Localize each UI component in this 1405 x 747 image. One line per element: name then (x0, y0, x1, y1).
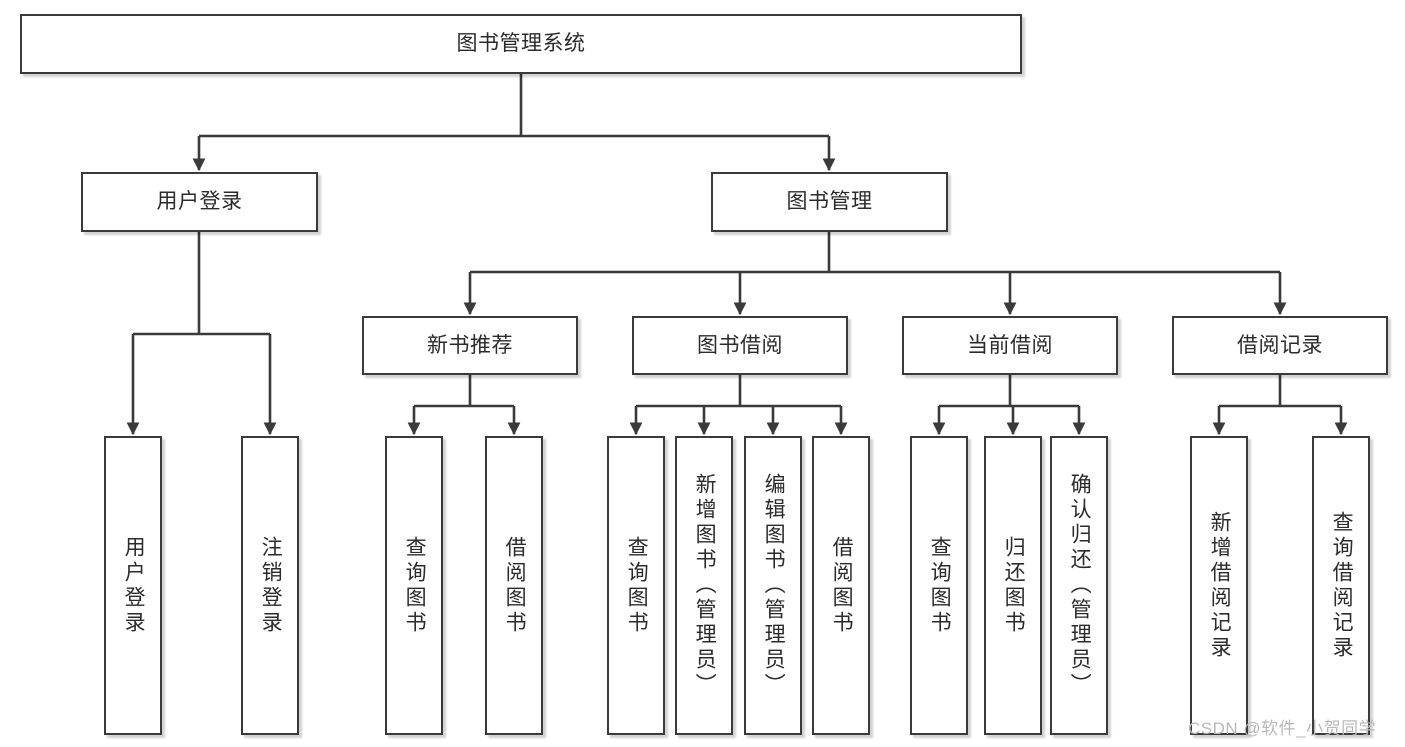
node-leaf-user-login[interactable]: 用户登录 (104, 436, 162, 735)
node-leaf-query-record[interactable]: 查询借阅记录 (1312, 436, 1370, 735)
node-leaf-return-book-label: 归还图书 (1002, 535, 1026, 636)
node-book-borrow[interactable]: 图书借阅 (632, 316, 848, 375)
node-leaf-query-book-1-label: 查询图书 (403, 535, 427, 636)
node-leaf-edit-book-label: 编辑图书（管理员） (762, 473, 786, 698)
node-new-book-rec[interactable]: 新书推荐 (362, 316, 578, 375)
node-leaf-edit-book[interactable]: 编辑图书（管理员） (744, 436, 802, 735)
node-leaf-borrow-book-1[interactable]: 借阅图书 (485, 436, 543, 735)
node-book-manage[interactable]: 图书管理 (711, 172, 948, 232)
node-leaf-return-book[interactable]: 归还图书 (984, 436, 1042, 735)
node-leaf-borrow-book-1-label: 借阅图书 (503, 535, 527, 636)
node-leaf-confirm-return-label: 确认归还（管理员） (1068, 473, 1092, 698)
node-leaf-user-logout-label: 注销登录 (259, 535, 283, 636)
node-leaf-query-book-1[interactable]: 查询图书 (385, 436, 443, 735)
node-leaf-query-record-label: 查询借阅记录 (1330, 510, 1354, 661)
node-leaf-user-logout[interactable]: 注销登录 (241, 436, 299, 735)
node-book-manage-label: 图书管理 (786, 190, 873, 214)
node-leaf-user-login-label: 用户登录 (122, 535, 146, 636)
node-user-login[interactable]: 用户登录 (81, 172, 318, 232)
node-root[interactable]: 图书管理系统 (20, 14, 1022, 74)
node-leaf-query-book-2[interactable]: 查询图书 (607, 436, 665, 735)
node-root-label: 图书管理系统 (456, 32, 586, 56)
node-leaf-query-book-2-label: 查询图书 (625, 535, 649, 636)
node-new-book-rec-label: 新书推荐 (427, 333, 513, 357)
node-leaf-add-record[interactable]: 新增借阅记录 (1190, 436, 1248, 735)
node-leaf-add-book[interactable]: 新增图书（管理员） (675, 436, 733, 735)
node-leaf-borrow-book-2[interactable]: 借阅图书 (812, 436, 870, 735)
node-book-borrow-label: 图书借阅 (697, 333, 783, 357)
node-user-login-label: 用户登录 (156, 190, 243, 214)
node-leaf-confirm-return[interactable]: 确认归还（管理员） (1050, 436, 1108, 735)
node-current-borrow[interactable]: 当前借阅 (902, 316, 1118, 375)
node-current-borrow-label: 当前借阅 (967, 333, 1053, 357)
node-borrow-record-label: 借阅记录 (1237, 333, 1323, 357)
node-leaf-add-book-label: 新增图书（管理员） (693, 473, 717, 698)
node-leaf-query-book-3[interactable]: 查询图书 (910, 436, 968, 735)
node-leaf-add-record-label: 新增借阅记录 (1208, 510, 1232, 661)
node-borrow-record[interactable]: 借阅记录 (1172, 316, 1388, 375)
node-leaf-query-book-3-label: 查询图书 (928, 535, 952, 636)
node-leaf-borrow-book-2-label: 借阅图书 (830, 535, 854, 636)
